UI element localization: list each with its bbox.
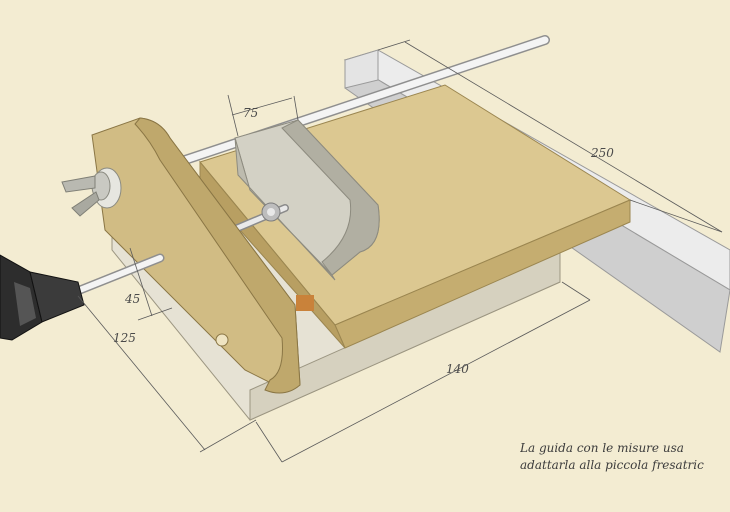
caption-line-1: La guida con le misure usa [520,441,684,455]
dimension-label-250: 250 [590,146,614,160]
caption-line-2: adattarla alla piccola fresatric [520,458,704,472]
rotary-tool [0,254,85,341]
wing-nut [61,167,122,217]
dimension-label-75: 75 [243,106,258,120]
dimension-lines [77,39,723,463]
front-rod [75,253,165,295]
spacer-strip [296,295,314,311]
dimension-label-125: 125 [113,331,136,345]
figure-caption: La guida con le misure usa adattarla all… [520,440,730,474]
dimension-label-45: 45 [124,292,140,306]
dimension-label-140: 140 [446,362,469,376]
clamp-block [234,119,380,281]
front-end-plate [91,117,301,394]
